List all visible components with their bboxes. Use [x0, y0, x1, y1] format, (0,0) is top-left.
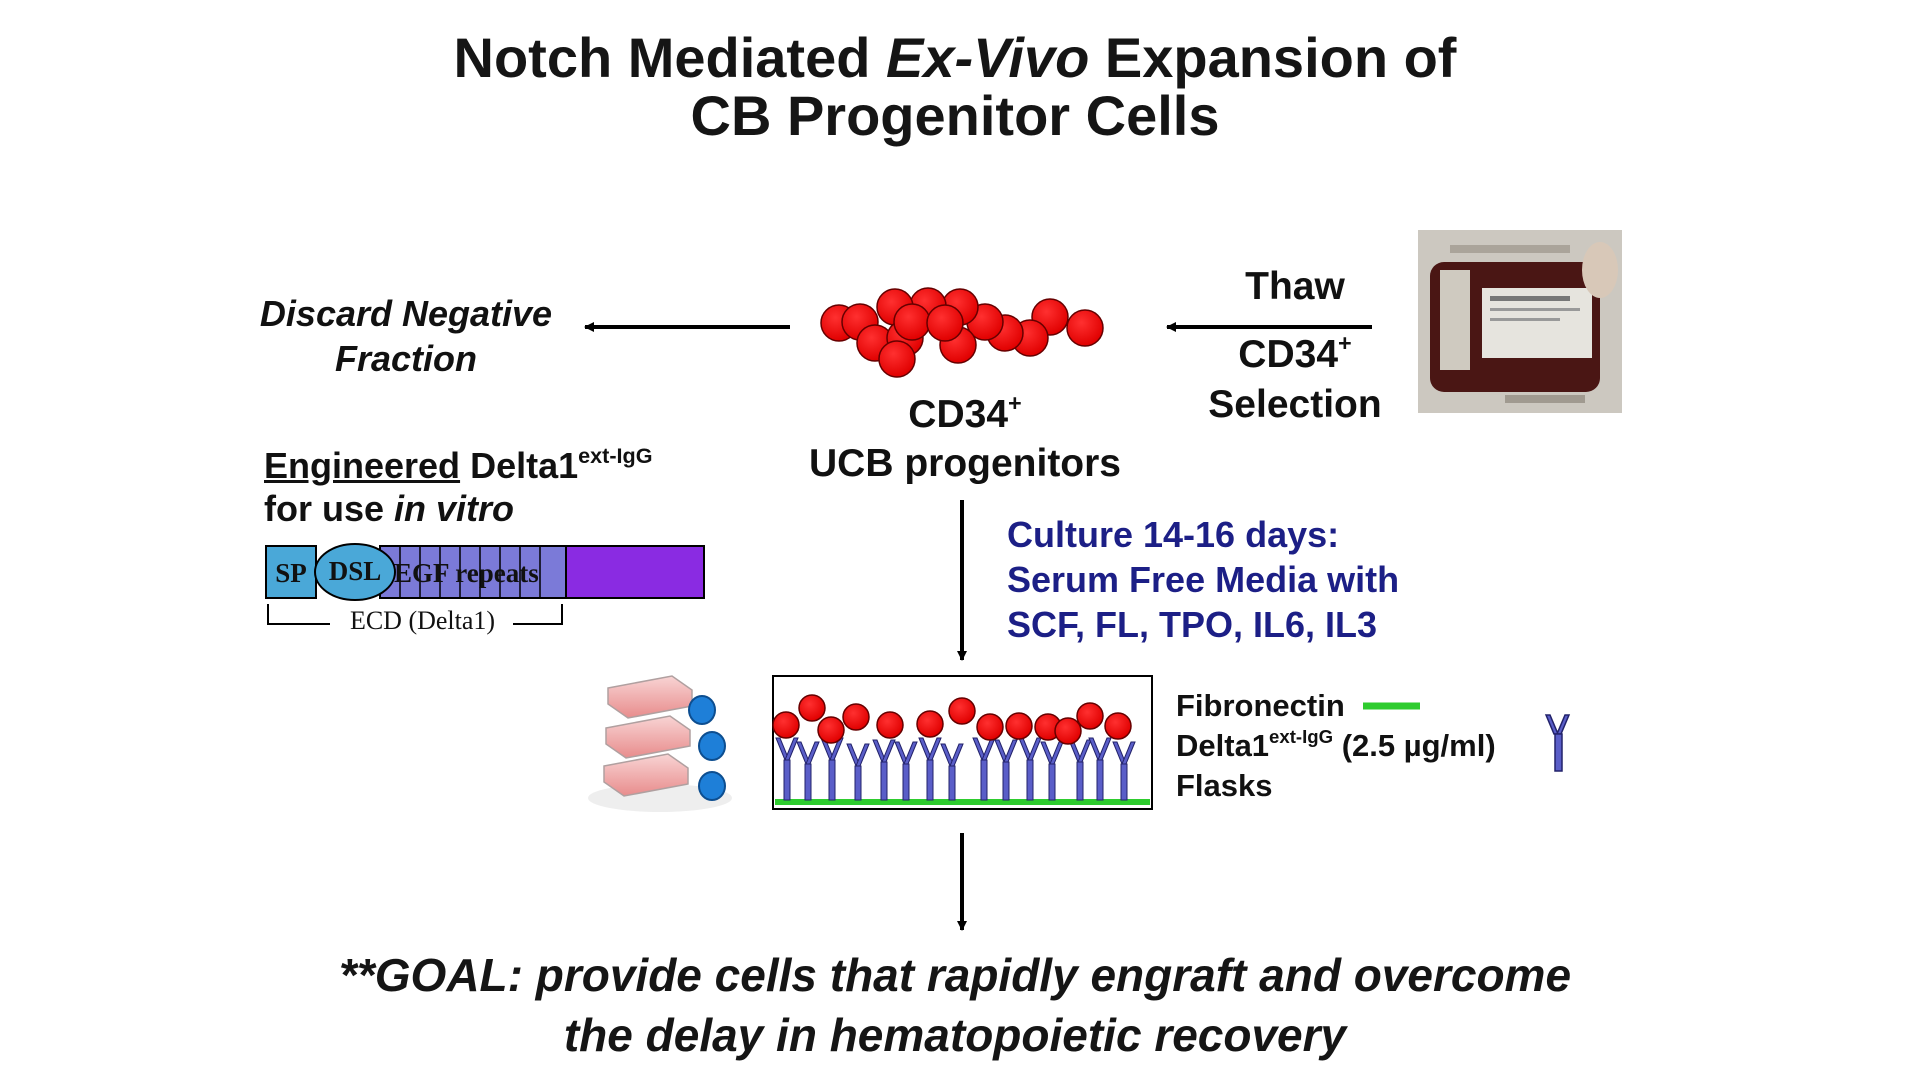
delta1-legend-label: Delta1ext-IgG (2.5 µg/ml): [1176, 728, 1496, 764]
construct-sp-label: SP: [266, 558, 316, 589]
goal-statement-line1: **GOAL: provide cells that rapidly engra…: [0, 952, 1910, 998]
culture-conditions-text: Culture 14-16 days: Serum Free Media wit…: [1007, 512, 1467, 647]
engineered-delta1-label: Engineered Delta1ext-IgG for use in vitr…: [264, 448, 734, 527]
culture-well-diagram: [773, 676, 1152, 809]
ucb-progenitors-label: CD34+ UCB progenitors: [780, 395, 1150, 483]
construct-dsl-label: DSL: [317, 556, 393, 587]
cord-blood-bag-image: [1418, 230, 1622, 413]
cd34-selection-label: CD34+ Selection: [1190, 335, 1400, 424]
discard-negative-label: Discard Negative Fraction: [246, 296, 566, 377]
flasks-legend-label: Flasks: [1176, 768, 1273, 804]
goal-statement-line2: the delay in hematopoietic recovery: [0, 1012, 1910, 1058]
construct-ecd-label: ECD (Delta1): [330, 606, 515, 636]
antibody-legend-icon: [1546, 715, 1569, 771]
thaw-label: Thaw: [1200, 267, 1390, 306]
construct-egf-label: EGF repeats: [394, 558, 564, 589]
construct-igg-box: [566, 546, 704, 598]
culture-flasks-image: [588, 676, 732, 812]
fibronectin-legend-label: Fibronectin: [1176, 688, 1345, 724]
cell-cluster: [821, 288, 1103, 377]
